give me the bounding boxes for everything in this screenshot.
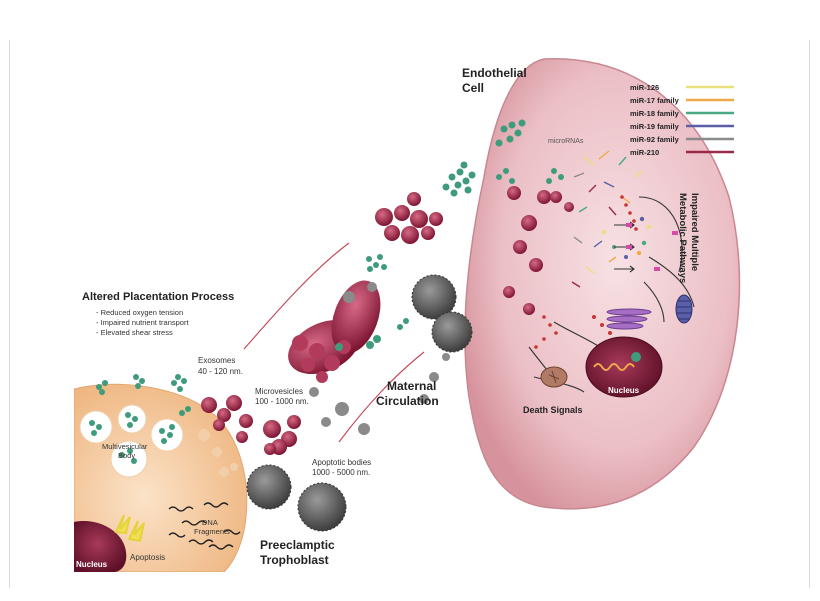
- internalized-exosomes: [496, 168, 564, 184]
- exosome-clusters-circulation: [366, 119, 526, 330]
- death-signals-label: Death Signals: [523, 405, 583, 415]
- apoptotic-bodies-label: Apoptotic bodies: [312, 458, 371, 467]
- legend-label-2: miR-18 family: [630, 109, 680, 118]
- signaling-dots: [534, 195, 638, 349]
- microrna-scatter: [571, 150, 643, 288]
- mitochondrion-icon: [675, 294, 693, 324]
- microvesicles-size: 100 - 1000 nm.: [255, 397, 309, 406]
- diagram-figure: miR-126 miR-17 family miR-18 family miR-19 …: [73, 47, 746, 573]
- maternal-circulation-label-1: Maternal: [387, 379, 436, 393]
- released-vesicles: [198, 429, 238, 477]
- legend: miR-126 miR-17 family miR-18 family miR-19 …: [630, 83, 734, 157]
- right-frame-line: [809, 40, 810, 588]
- circulation-arc-lower: [338, 351, 425, 443]
- dna-fragments-icon: [168, 502, 241, 550]
- diagram-canvas: miR-126 miR-17 family miR-18 family miR-19 …: [73, 58, 741, 573]
- microvesicles-label: Microvesicles: [255, 387, 303, 396]
- legend-label-0: miR-126: [630, 83, 659, 92]
- altered-placentation-title: Altered Placentation Process: [82, 291, 234, 303]
- dna-fragments-label-1: DNA: [202, 518, 218, 527]
- exosomes-size: 40 - 120 nm.: [198, 367, 243, 376]
- endothelial-nucleus: [585, 336, 663, 398]
- golgi-icon: [606, 308, 652, 330]
- impaired-pathways-label-1: Impaired Multiple: [689, 193, 700, 271]
- exosome-cluster-trophoblast: [89, 374, 191, 464]
- endothelial-cell-label-1: Endothelial: [462, 66, 527, 80]
- multivesicular-body-label-2: Body: [118, 451, 135, 460]
- trophoblast-nucleus: [74, 521, 127, 572]
- condition-1: - Reduced oxygen tension: [96, 308, 183, 317]
- trophoblast-nucleus-label: Nucleus: [76, 560, 108, 569]
- condition-3: - Elevated shear stress: [96, 328, 173, 337]
- endothelial-cell-label-2: Cell: [462, 81, 484, 95]
- endothelial-cell: [464, 58, 741, 510]
- dna-fragments-label-2: Fragments: [194, 527, 230, 536]
- endothelial-nucleus-label: Nucleus: [608, 386, 640, 395]
- circulation-arc-upper: [243, 242, 350, 350]
- pathway-markers: [626, 216, 678, 271]
- microrna-label: microRNAs: [548, 138, 584, 145]
- apoptosis-label: Apoptosis: [130, 553, 165, 562]
- legend-label-5: miR-210: [630, 148, 659, 157]
- legend-label-4: miR-92 family: [630, 135, 680, 144]
- multivesicular-body-label-1: Multivesicular: [102, 442, 148, 451]
- maternal-circulation-label-2: Circulation: [376, 394, 439, 408]
- mirna-complex-icon: [631, 352, 641, 362]
- exosomes-label: Exosomes: [198, 356, 235, 365]
- impaired-pathways-label-2: Metabolic Pathways: [677, 193, 688, 283]
- internalized-microvesicles: [503, 186, 574, 315]
- apoptotic-bodies-size: 1000 - 5000 nm.: [312, 468, 370, 477]
- preeclamptic-trophoblast-label-2: Trophoblast: [260, 553, 329, 567]
- apoptotic-bodies: [246, 274, 473, 532]
- preeclamptic-trophoblast-label-1: Preeclamptic: [260, 538, 335, 552]
- microvesicles: [201, 192, 443, 455]
- apoptosis-icon: [114, 514, 145, 543]
- legend-label-3: miR-19 family: [630, 122, 680, 131]
- left-frame-line: [9, 40, 10, 588]
- condition-2: - Impaired nutrient transport: [96, 318, 189, 327]
- apoptotic-particles-small: [309, 282, 450, 435]
- legend-label-1: miR-17 family: [630, 96, 680, 105]
- death-signal-marking: [548, 370, 560, 384]
- dna-helix-icon: [593, 363, 635, 371]
